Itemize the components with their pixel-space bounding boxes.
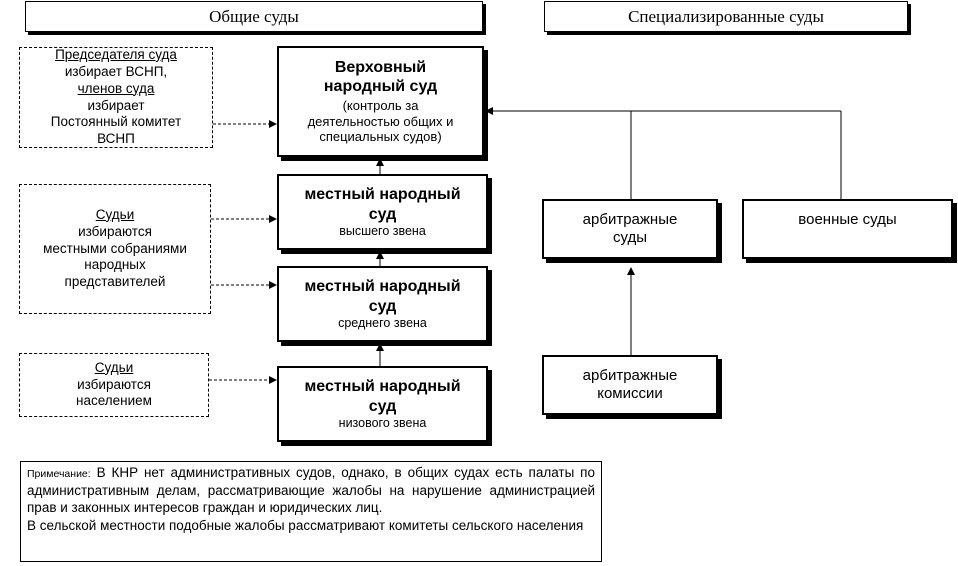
military-courts-box: военные суды — [742, 199, 953, 259]
header-specialized-label: Специализированные суды — [628, 6, 824, 26]
local-court-low-box: местный народный суд низового звена — [277, 366, 488, 442]
header-general-courts: Общие суды — [25, 1, 483, 32]
local-court-mid-box: местный народный суд среднего звена — [277, 266, 488, 342]
arbitration-courts-box: арбитражные суды — [542, 199, 718, 259]
note-supreme-election: Председателя суда избирает ВСНП, членов … — [19, 47, 213, 148]
note-local-election: Судьи избираются местными собраниями нар… — [19, 184, 211, 314]
note-low-election: Судьи избираются населением — [19, 353, 209, 417]
local-court-high-box: местный народный суд высшего звена — [277, 174, 488, 250]
arbitration-commissions-box: арбитражные комиссии — [542, 355, 718, 415]
footnote-box: Примечание: В КНР нет административных с… — [20, 461, 602, 562]
supreme-court-box: Верховный народный суд (контроль за деят… — [277, 46, 484, 157]
footnote-paragraph-2: В сельской местности подобные жалобы рас… — [27, 517, 584, 533]
header-general-label: Общие суды — [209, 6, 299, 26]
footnote-paragraph-1: Примечание: В КНР нет административных с… — [27, 465, 595, 516]
header-specialized-courts: Специализированные суды — [544, 1, 908, 32]
